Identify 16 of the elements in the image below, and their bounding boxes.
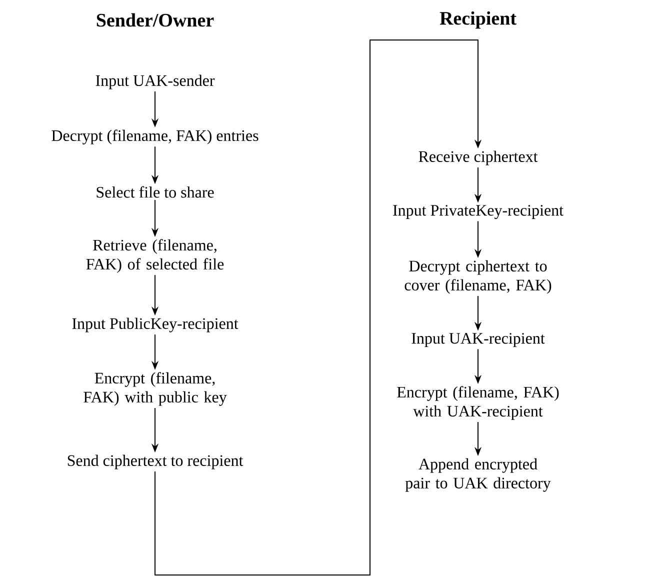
step-text: Send ciphertext to recipient — [68, 454, 244, 470]
column-heading: Sender/Owner — [96, 13, 214, 27]
step-text: Input PrivateKey-recipient — [393, 204, 564, 220]
step-text: Decrypt (filename, FAK) entries — [52, 130, 258, 144]
step-text: Retrieve (filename, FAK) of selected file — [86, 239, 224, 273]
step-text: Receive ciphertext — [418, 150, 538, 166]
step-text: Input UAK-sender — [96, 74, 215, 90]
step-text: Input PublicKey-recipient — [72, 318, 238, 332]
step-text: Input UAK-recipient — [412, 333, 545, 347]
step-text: Append encrypted pair to UAK directory — [405, 458, 551, 492]
step-text: Encrypt (filename, FAK) with public key — [84, 372, 227, 406]
step-text: Decrypt ciphertext to cover (filename, FAK) — [404, 260, 552, 294]
step-text: Encrypt (filename, FAK) with UAK-recipient — [397, 386, 559, 420]
column-heading: Recipient — [440, 11, 516, 29]
arrow — [154, 40, 482, 576]
step-text: Select file to share — [96, 186, 214, 198]
